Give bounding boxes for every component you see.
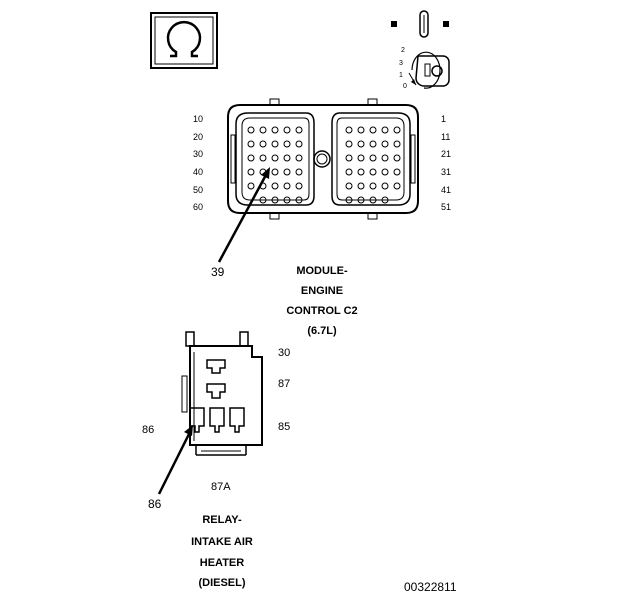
pin-label: 51 — [441, 202, 452, 212]
pin-label: 40 — [193, 167, 204, 177]
pin-cavity — [345, 196, 353, 204]
pin-cavity — [369, 182, 377, 190]
pin-cavity — [247, 154, 255, 162]
pin-cavity — [381, 196, 389, 204]
relay-connector — [181, 331, 263, 456]
callout-arrow-pin-86 — [157, 425, 193, 495]
pin-label: 21 — [441, 149, 452, 159]
title-line: CONTROL C2 — [286, 305, 358, 317]
pin-cavity — [295, 182, 303, 190]
key-pin-label: 1 — [399, 72, 403, 79]
pin-cavity — [357, 168, 365, 176]
pin-cavity — [271, 126, 279, 134]
pin-cavity — [345, 126, 353, 134]
pin-cavity — [247, 168, 255, 176]
pin-label: 11 — [441, 132, 451, 142]
pin-cavity — [345, 154, 353, 162]
relay-terminal-86-label: 86 — [142, 424, 155, 436]
pin-cavity — [345, 182, 353, 190]
pin-cavity — [283, 168, 291, 176]
pin-cavity — [271, 154, 279, 162]
relay-terminal-87-label: 87 — [278, 378, 291, 390]
pin-cavity — [393, 168, 401, 176]
pin-cavity — [369, 140, 377, 148]
pin-label: 60 — [193, 202, 204, 212]
pin-cavity — [259, 126, 267, 134]
pin-cavity — [295, 168, 303, 176]
pin-cavity — [247, 140, 255, 148]
pin-label: 10 — [193, 114, 204, 124]
title-line: RELAY- — [202, 514, 242, 526]
pin-cavity — [369, 196, 377, 204]
pin-cavity — [357, 154, 365, 162]
relay-terminal-87a-label: 87A — [211, 481, 231, 493]
pin-cavity — [357, 126, 365, 134]
pin-cavity — [283, 140, 291, 148]
relay-terminal-30-label: 30 — [278, 347, 291, 359]
pin-cavity — [393, 182, 401, 190]
pin-cavity — [357, 182, 365, 190]
title-line: MODULE- — [296, 265, 348, 277]
pin-cavity — [247, 182, 255, 190]
pin-cavity — [295, 196, 303, 204]
title-line: (6.7L) — [307, 325, 337, 337]
pin-cavity — [393, 154, 401, 162]
omega-symbol-icon — [150, 12, 218, 69]
ecm-c2-pin-grid-left — [247, 126, 303, 204]
pin-cavity — [381, 154, 389, 162]
pin-cavity — [357, 196, 365, 204]
pin-cavity — [271, 140, 279, 148]
pin-cavity — [381, 182, 389, 190]
title-line: INTAKE AIR — [191, 536, 253, 548]
callout-label-pin-86: 86 — [148, 497, 162, 511]
pin-cavity — [369, 168, 377, 176]
pin-cavity — [283, 126, 291, 134]
pin-cavity — [295, 126, 303, 134]
pin-cavity — [259, 154, 267, 162]
pin-cavity — [271, 168, 279, 176]
title-line: (DIESEL) — [198, 577, 246, 589]
pin-label: 20 — [193, 132, 204, 142]
pin-cavity — [381, 140, 389, 148]
callout-arrow-pin-39 — [217, 167, 270, 263]
title-line: ENGINE — [300, 285, 344, 297]
pin-cavity — [283, 154, 291, 162]
relay-terminal-85-label: 85 — [278, 421, 291, 433]
key-pin-label: 0 — [403, 83, 407, 90]
pin-label: 50 — [193, 185, 204, 195]
key-pin-label: 3 — [399, 60, 403, 67]
pin-cavity — [393, 126, 401, 134]
pin-cavity — [369, 126, 377, 134]
pin-cavity — [369, 154, 377, 162]
pin-cavity — [295, 154, 303, 162]
lock-tab-icon — [391, 10, 449, 38]
pin-cavity — [345, 140, 353, 148]
pin-cavity — [381, 126, 389, 134]
pin-cavity — [259, 196, 267, 204]
ecm-c2-connector — [227, 98, 419, 220]
pin-cavity — [393, 140, 401, 148]
key-pin-label: 2 — [401, 47, 405, 54]
figure-id: 00322811 — [404, 580, 457, 594]
callout-label-pin-39: 39 — [211, 265, 225, 279]
pin-cavity — [259, 140, 267, 148]
pin-cavity — [357, 140, 365, 148]
pin-cavity — [283, 182, 291, 190]
pin-cavity — [247, 126, 255, 134]
title-line: HEATER — [199, 557, 245, 569]
pin-cavity — [283, 196, 291, 204]
pin-cavity — [295, 140, 303, 148]
pin-cavity — [381, 168, 389, 176]
ecm-c2-pin-grid-right — [345, 126, 401, 204]
pin-cavity — [345, 168, 353, 176]
pin-label: 1 — [441, 114, 447, 124]
pin-cavity — [271, 196, 279, 204]
pin-cavity — [271, 182, 279, 190]
key-lock-icon — [408, 51, 450, 89]
pin-label: 31 — [441, 167, 452, 177]
pin-label: 30 — [193, 149, 204, 159]
pin-label: 41 — [441, 185, 452, 195]
